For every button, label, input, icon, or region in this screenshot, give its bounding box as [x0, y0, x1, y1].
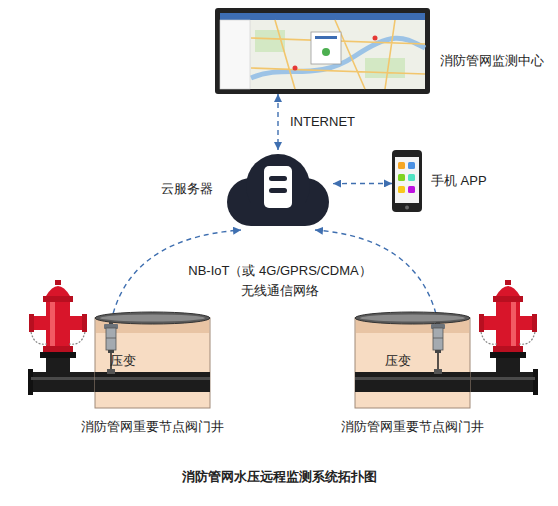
network-label: NB-IoT（或 4G/GPRS/CDMA） — [188, 262, 371, 280]
well-body — [355, 318, 470, 408]
edge-label: INTERNET — [288, 113, 357, 131]
sensor-band — [433, 338, 443, 339]
screen-side-panel — [220, 20, 250, 89]
hydrant-outlet — [33, 316, 46, 330]
phone-node: 手机 APP — [392, 150, 422, 212]
pressure-sensor-node: 压变 — [398, 322, 450, 372]
pipe-highlight — [95, 377, 210, 380]
pipe — [355, 372, 470, 392]
hydrant-dome — [46, 286, 70, 296]
hydrant-outlet-cap — [29, 314, 34, 332]
map-popup — [311, 32, 341, 64]
monitor-node: 消防管网监测中心 — [215, 8, 430, 94]
node-art — [355, 318, 470, 408]
monitor-label: 消防管网监测中心 — [440, 52, 544, 70]
well-rim — [355, 312, 470, 324]
pipe — [95, 372, 210, 392]
app-icon — [408, 162, 415, 169]
hydrant-body — [46, 300, 70, 352]
map-marker — [293, 66, 298, 71]
map-popup-bar — [315, 36, 337, 39]
app-icon — [398, 186, 405, 193]
pipe-highlight — [355, 377, 470, 380]
sensor-label: 压变 — [110, 352, 136, 370]
pressure-gauge — [434, 369, 442, 374]
hydrant-ring — [43, 346, 73, 352]
sensor-band — [106, 338, 116, 339]
well-rim — [95, 312, 210, 324]
pipe-flange — [28, 369, 33, 395]
server-label: 云服务器 — [161, 180, 213, 198]
sensor-nut — [108, 350, 114, 353]
app-label: 手机 APP — [431, 172, 487, 190]
sensor-cylinder — [106, 328, 116, 350]
sensor-cylinder — [433, 328, 443, 350]
hydrant-chain — [31, 332, 47, 344]
pipe-highlight — [31, 377, 95, 380]
server-slot — [269, 188, 287, 193]
phone-screen — [395, 157, 419, 203]
valve-well-node: 压变消防管网重要节点阀门井 — [355, 318, 470, 408]
well-opening — [100, 315, 205, 322]
well-label: 消防管网重要节点阀门井 — [341, 418, 484, 436]
wireless-link — [277, 94, 278, 150]
phone-body — [392, 150, 422, 212]
hydrant-nut — [55, 280, 61, 285]
well-label: 消防管网重要节点阀门井 — [81, 418, 224, 436]
hydrant-chain — [69, 332, 85, 344]
node-art — [392, 150, 422, 212]
app-icon — [398, 174, 405, 181]
node-art — [223, 150, 333, 230]
screen-header — [220, 13, 425, 20]
node-art — [215, 8, 430, 94]
hydrant-outlet — [70, 316, 83, 330]
hydrant-ring — [43, 296, 73, 302]
server-icon — [264, 166, 292, 208]
well-opening — [360, 315, 465, 322]
app-icon — [408, 186, 415, 193]
hydrant-outlet-cap — [82, 314, 87, 332]
hydrant-base-flange — [40, 352, 76, 358]
monitor-screen — [220, 13, 425, 89]
pipe-elbow — [46, 356, 70, 380]
hydrant-highlight — [50, 302, 55, 350]
map-marker — [322, 48, 330, 56]
phone-button — [405, 206, 409, 210]
sensor-label: 压变 — [385, 352, 411, 370]
map-marker — [373, 36, 378, 41]
server-slot — [269, 176, 287, 181]
wireless-link — [333, 183, 392, 185]
pressure-sensor-node: 压变 — [101, 322, 153, 372]
app-icon — [398, 162, 405, 169]
hydrant-group-mirrored — [470, 280, 538, 395]
network-label: 无线通信网络 — [241, 282, 319, 300]
pressure-gauge — [107, 369, 115, 374]
valve-well-node: 压变消防管网重要节点阀门井 — [95, 318, 210, 408]
sensor-nut — [435, 350, 441, 353]
map-roads — [251, 20, 425, 89]
hydrant-group — [28, 280, 96, 395]
figure-caption: 消防管网水压远程监测系统拓扑图 — [182, 468, 377, 486]
app-icon — [408, 174, 415, 181]
monitor-frame — [215, 8, 430, 94]
cloud-server-node: 云服务器 — [223, 150, 333, 230]
map-park — [365, 58, 405, 78]
well-body — [95, 318, 210, 408]
